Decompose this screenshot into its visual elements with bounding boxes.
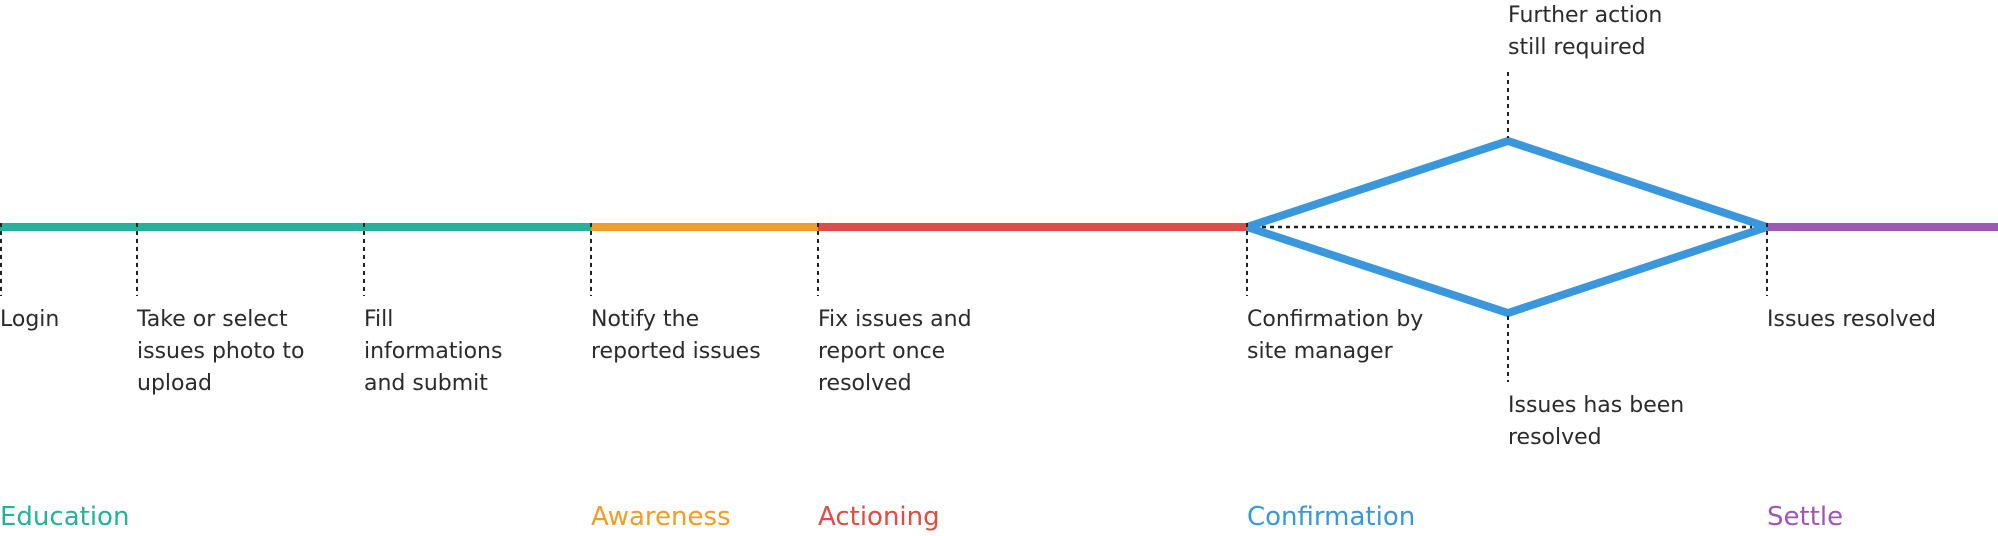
phase-education: Education (0, 502, 130, 532)
step-has-been-line-2: resolved (1508, 425, 1602, 450)
phase-actioning: Actioning (818, 502, 940, 532)
phase-awareness: Awareness (591, 502, 731, 532)
step-confirm: Confirmation by site manager (1247, 304, 1423, 368)
step-has-been: Issues has been resolved (1508, 390, 1684, 454)
step-photo-line-1: Take or select (137, 307, 288, 332)
step-confirm-line-2: site manager (1247, 339, 1393, 364)
step-has-been-line-1: Issues has been (1508, 393, 1685, 418)
step-fix: Fix issues and report once resolved (818, 304, 972, 400)
step-photo: Take or select issues photo to upload (137, 304, 305, 400)
step-photo-line-2: issues photo to (137, 339, 305, 364)
step-photo-line-3: upload (137, 371, 212, 396)
step-notify-line-2: reported issues (591, 339, 761, 364)
step-fill: Fill informations and submit (364, 304, 502, 400)
step-further-line-1: Further action (1508, 3, 1663, 28)
step-resolved-text: Issues resolved (1767, 307, 1936, 332)
step-further-line-2: still required (1508, 35, 1646, 60)
resolved-branch (1245, 223, 1769, 318)
step-fix-line-3: resolved (818, 371, 912, 396)
phase-confirmation: Confirmation (1247, 502, 1416, 532)
step-login-text: Login (0, 307, 60, 332)
step-resolved: Issues resolved (1767, 304, 1936, 336)
further-action-branch (1245, 136, 1769, 231)
step-fill-line-2: informations (364, 339, 503, 364)
step-fill-line-1: Fill (364, 307, 394, 332)
step-notify: Notify the reported issues (591, 304, 761, 368)
step-fix-line-1: Fix issues and (818, 307, 972, 332)
step-further: Further action still required (1508, 0, 1662, 64)
step-notify-line-1: Notify the (591, 307, 700, 332)
step-confirm-line-1: Confirmation by (1247, 307, 1424, 332)
step-fill-line-3: and submit (364, 371, 488, 396)
step-fix-line-2: report once (818, 339, 946, 364)
step-login: Login (0, 304, 59, 336)
phase-settle: Settle (1767, 502, 1844, 532)
